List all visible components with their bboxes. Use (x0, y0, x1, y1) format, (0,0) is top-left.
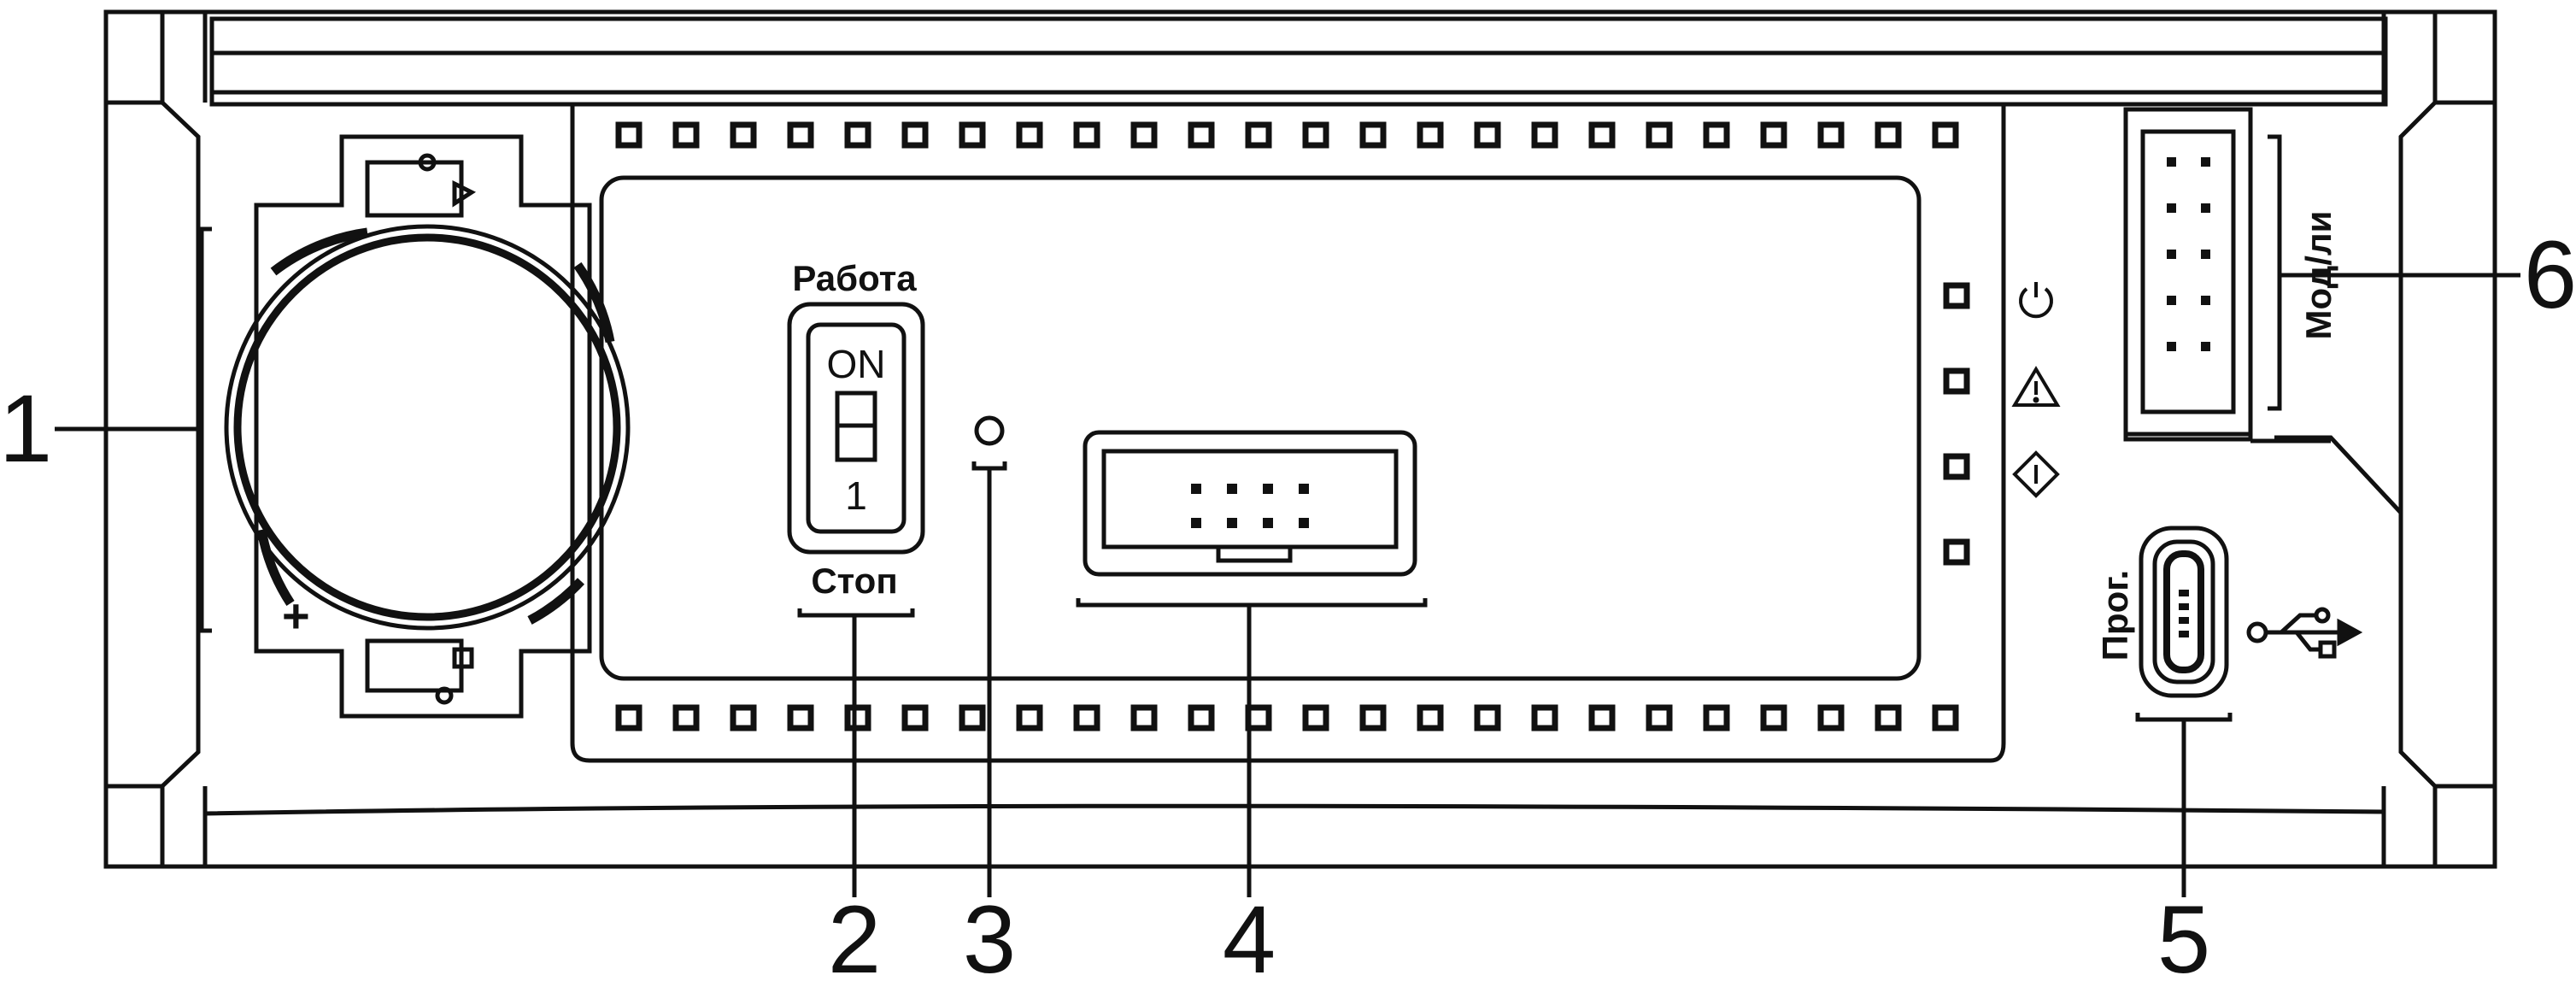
callout-4: 4 (1223, 886, 1276, 987)
callout-1: 1 (0, 375, 52, 482)
switch-on-text: ON (827, 342, 886, 386)
switch-top-label: Работа (792, 258, 917, 298)
inner-panel (570, 106, 2006, 763)
usb-icon (2246, 607, 2363, 659)
micro-usb-port[interactable] (2139, 526, 2229, 698)
callout-5: 5 (2157, 886, 2210, 987)
usb-port-label: Прог. (2095, 570, 2135, 661)
module-connector[interactable] (2123, 107, 2331, 444)
pin-header-connector[interactable] (1083, 430, 1417, 577)
diamond-alert-icon (2012, 450, 2060, 498)
callout-2: 2 (828, 886, 881, 987)
switch-off-text: 1 (845, 473, 867, 518)
reset-hole[interactable] (974, 415, 1005, 446)
power-icon (2019, 282, 2053, 319)
run-stop-switch[interactable] (787, 302, 925, 555)
switch-bottom-label: Стоп (811, 561, 897, 601)
bottom-pin-row (619, 708, 1956, 728)
top-pin-row (619, 125, 1956, 145)
callout-3: 3 (963, 886, 1016, 987)
header-pins (1191, 484, 1309, 528)
callout-6: 6 (2524, 221, 2576, 328)
coin-battery-icon (224, 134, 631, 719)
battery-plus-sign: + (282, 589, 310, 643)
module-pins (2167, 157, 2210, 351)
housing (103, 9, 2497, 869)
warning-icon (2011, 366, 2061, 407)
